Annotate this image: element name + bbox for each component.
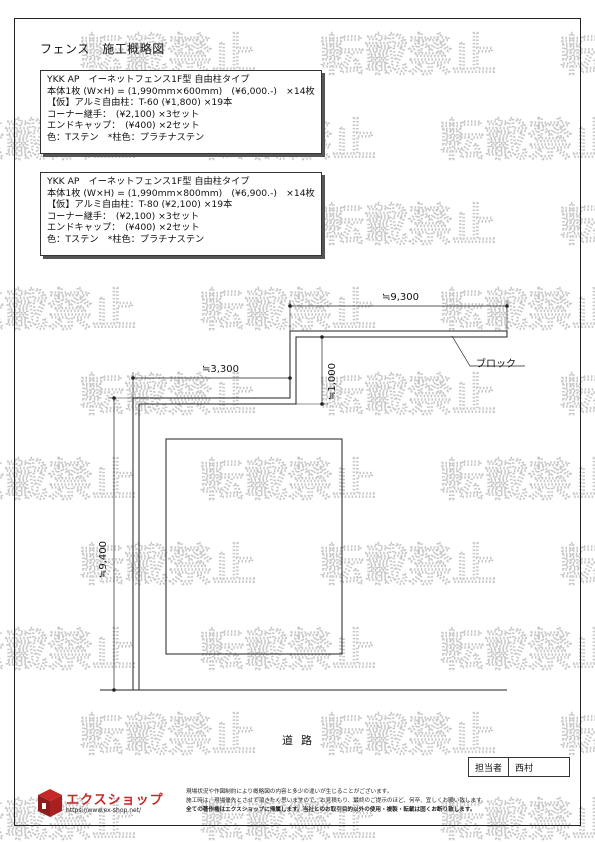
spec-line: エンドキャップ： (¥400) ×2セット <box>47 222 200 234</box>
notice-text: 現場状況や作図制約により概略図の内容と多少の違いが生じることがございます。 施工… <box>186 788 487 815</box>
house-outline <box>165 438 343 655</box>
drawing-frame <box>14 18 581 826</box>
staff-label: 担当者 <box>467 757 510 777</box>
spec-line: 本体1枚 (W×H) = (1,990mm×600mm) (¥6,000.-) … <box>47 85 315 97</box>
staff-table: 担当者 西村 <box>467 757 571 777</box>
dim-dot <box>288 304 292 308</box>
staff-name: 西村 <box>508 757 571 777</box>
dim-dot <box>505 304 509 308</box>
spec-line: YKK AP イーネットフェンス1F型 自由柱タイプ <box>47 176 250 187</box>
dim-dot <box>131 376 135 380</box>
block-leader-line <box>451 335 525 367</box>
spec-line: コーナー継手： (¥2,100) ×3セット <box>47 210 200 222</box>
road-label: 道路 <box>282 734 320 747</box>
block-wall-outer <box>132 330 507 690</box>
dim-dot <box>288 376 292 380</box>
notice-line: 現場状況や作図制約により概略図の内容と多少の違いが生じることがございます。 <box>186 789 393 795</box>
page-title: フェンス 施工概略図 <box>40 42 165 56</box>
dim-label-left-height: ≒9,400 <box>98 540 109 578</box>
dim-label-step-height: ≒1,000 <box>327 362 338 400</box>
dim-label-top-width: ≒9,300 <box>382 292 420 303</box>
spec-line: 色：Tステン *柱色：プラチナステン <box>47 131 205 143</box>
dim-dot <box>320 335 324 339</box>
dim-dot <box>320 402 324 406</box>
block-wall-inner <box>138 331 508 690</box>
spec-line: 【仮】アルミ自由柱：T-80 (¥2,100) ×19本 <box>47 199 233 211</box>
spec-line: エンドキャップ： (¥400) ×2セット <box>47 120 200 132</box>
spec-line: コーナー継手： (¥2,100) ×3セット <box>47 108 200 120</box>
shop-url[interactable]: https://www.ex-shop.net/ <box>66 807 142 814</box>
spec-line: 本体1枚 (W×H) = (1,990mm×800mm) (¥6,900.-) … <box>47 187 315 199</box>
spec-line: YKK AP イーネットフェンス1F型 自由柱タイプ <box>47 74 250 85</box>
spec-line: 【仮】アルミ自由柱：T-60 (¥1,800) ×19本 <box>47 97 233 109</box>
notice-line: 施工時は、現場優先とさせて頂きたく思いますので、お見積もり、最終のご提示のほど、… <box>186 798 487 804</box>
shop-logo-icon <box>38 789 62 817</box>
spec-box-1: YKK AP イーネットフェンス1F型 自由柱タイプ 本体1枚 (W×H) = … <box>40 70 322 154</box>
shop-logo-name: エクスショップ <box>66 793 164 808</box>
spec-box-2: YKK AP イーネットフェンス1F型 自由柱タイプ 本体1枚 (W×H) = … <box>40 172 322 256</box>
notice-line: 全ての著作権はエクスショップに帰属します。当社とのお取引目的以外の使用・複製・転… <box>186 807 476 813</box>
block-label: ブロック <box>476 359 516 370</box>
dim-dot <box>112 396 116 400</box>
dim-dot <box>112 688 116 692</box>
spec-line: 色：Tステン *柱色：プラチナステン <box>47 233 205 245</box>
dim-label-mid-width: ≒3,300 <box>202 364 240 375</box>
